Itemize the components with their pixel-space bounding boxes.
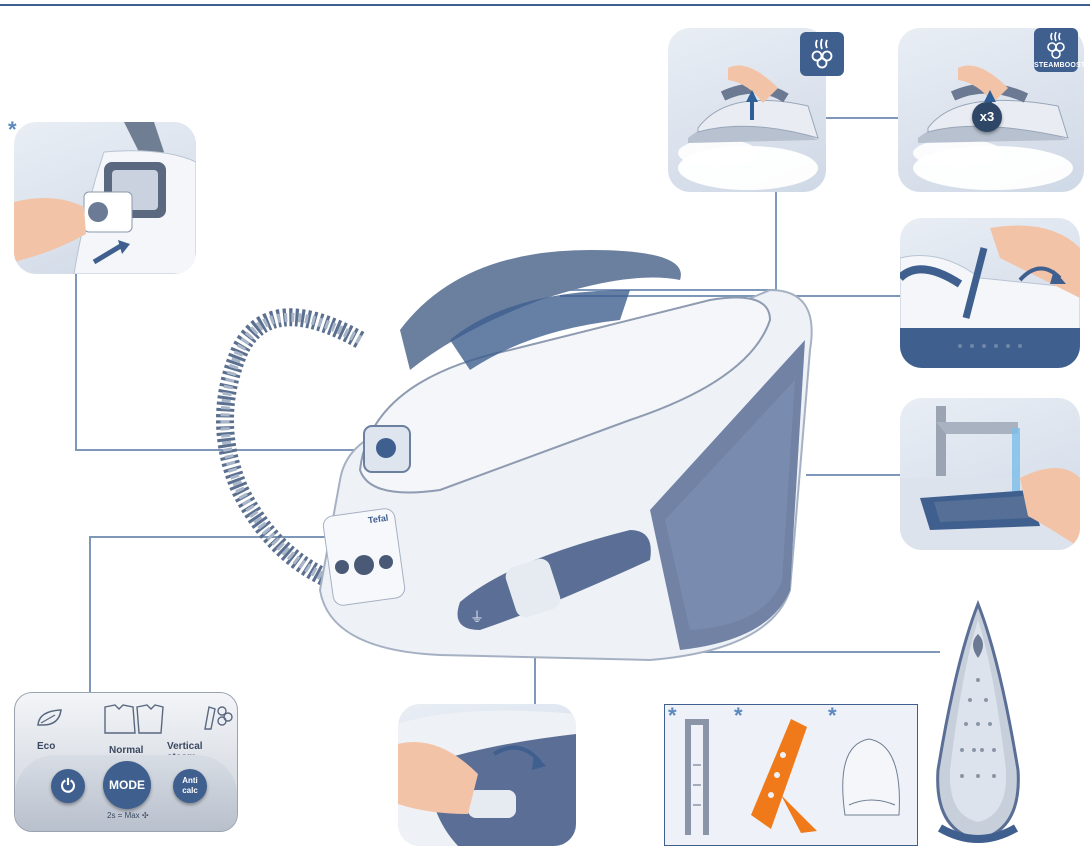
cord-storage-illustration (398, 704, 576, 846)
brush-illustration (731, 705, 825, 845)
shirt-icon (95, 703, 165, 737)
anti-calc-button[interactable]: Anti calc (173, 769, 207, 803)
accessory-glove: * (825, 705, 917, 845)
steam-boost-cloud-icon (1034, 28, 1078, 64)
accessory-brush: * (731, 705, 826, 845)
accessory-hanger: * (665, 705, 732, 845)
handle-lock-illustration (900, 218, 1080, 368)
optional-marker: * (668, 705, 677, 727)
soleplate-illustration (926, 600, 1030, 846)
plug-icon: ⏚ (470, 609, 484, 625)
steamboost-badge-label: STEAMBOOST (1034, 62, 1078, 69)
anticalc-collector-illustration (14, 122, 196, 274)
press-count-label: x3 (980, 109, 994, 124)
steamboost-badge: STEAMBOOST (1034, 28, 1078, 72)
glove-illustration (825, 705, 917, 845)
power-icon: ⏻ (61, 776, 75, 796)
steam-cloud-icon (800, 32, 844, 76)
steam-max-icon: ✣ (142, 811, 149, 820)
control-panel-zoom: Eco Normal Vertical steam ⏻ MODE Anti ca… (14, 692, 238, 832)
anti-calc-label-line2: calc (173, 786, 207, 796)
max-hint: 2s = Max ✣ (107, 811, 149, 820)
power-button[interactable]: ⏻ (51, 769, 85, 803)
optional-marker: * (828, 705, 837, 727)
eco-label: Eco (37, 741, 55, 752)
mode-label: MODE (109, 778, 145, 792)
max-hint-label: 2s = Max (107, 811, 140, 820)
accessories-strip: * * * (664, 704, 918, 846)
vertical-steam-icon (195, 703, 235, 733)
water-tank-illustration (900, 398, 1080, 550)
cord-storage-panel (398, 704, 576, 846)
press-count-badge: x3 (972, 102, 1002, 132)
leaf-icon (35, 707, 65, 729)
handle-lock-panel (900, 218, 1080, 368)
control-panel-display: Eco Normal Vertical steam (25, 701, 227, 753)
anticalc-collector-panel (14, 122, 196, 274)
optional-marker: * (734, 705, 743, 727)
anti-calc-label-line1: Anti (173, 776, 207, 786)
mode-button[interactable]: MODE (103, 761, 151, 809)
steam-generator-illustration: ⏚ (210, 230, 850, 690)
steam-badge (800, 32, 844, 76)
water-tank-panel (900, 398, 1080, 550)
